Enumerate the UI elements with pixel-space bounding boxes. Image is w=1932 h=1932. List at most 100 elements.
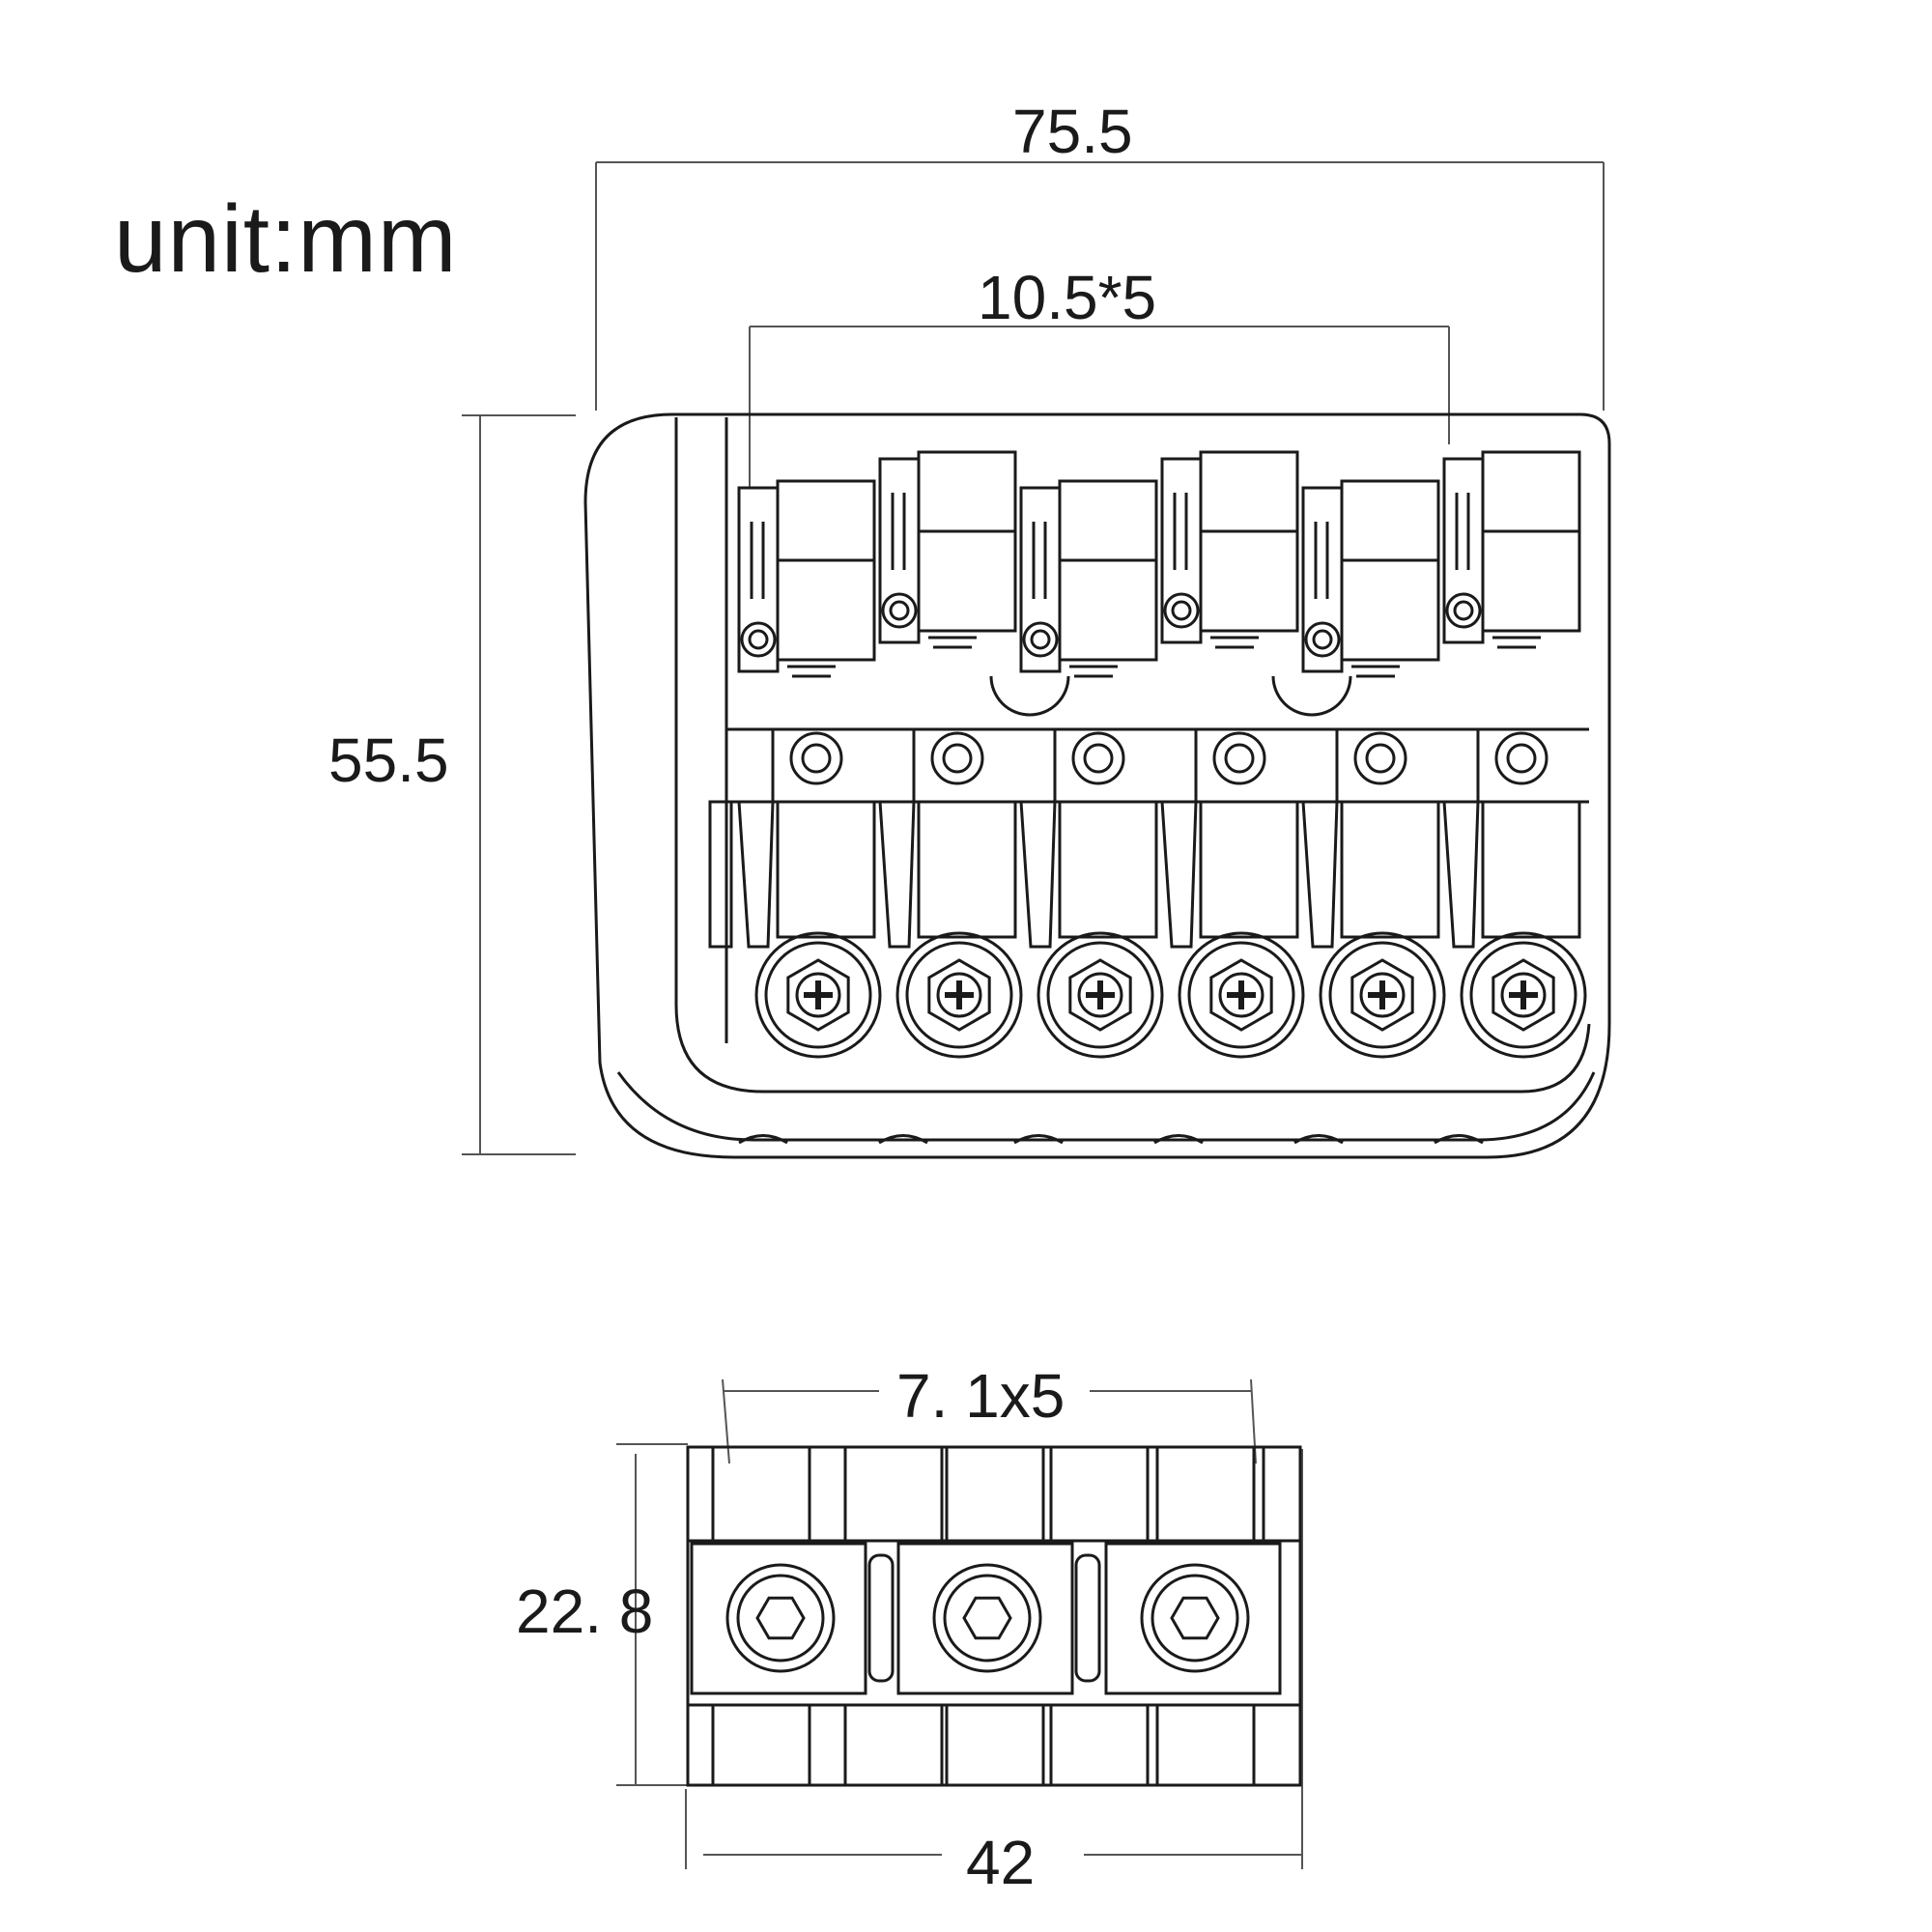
hex-screw-inner xyxy=(945,1576,1030,1661)
saddle-arm xyxy=(1444,802,1478,947)
clamp-block-body xyxy=(692,1544,866,1693)
dim-bottom-width: 42 xyxy=(966,1828,1036,1897)
top-dimension-lines xyxy=(462,162,1604,1154)
saddle-3 xyxy=(1021,481,1162,1057)
top-finger-1 xyxy=(713,1447,810,1541)
adjust-wheel-hex xyxy=(1493,960,1553,1030)
intonation-screw-head xyxy=(742,623,775,656)
saddle-lower xyxy=(1483,802,1579,937)
bottom-dimension-lines xyxy=(616,1379,1302,1869)
intonation-screw-recess xyxy=(1455,602,1472,619)
rail-screw-ring xyxy=(1355,733,1406,783)
rail-screw-ring xyxy=(1073,733,1123,783)
block-spacer xyxy=(1076,1555,1099,1681)
hex-screw-inner xyxy=(1152,1576,1237,1661)
block-spacer xyxy=(869,1555,893,1681)
saddle-arm xyxy=(1162,802,1196,947)
saddle-1 xyxy=(739,481,880,1057)
saddle-lower xyxy=(1201,802,1297,937)
saddle-roller-cutout xyxy=(991,676,1068,715)
phillips-cross xyxy=(945,980,974,1009)
adjust-wheel-hex xyxy=(929,960,989,1030)
phillips-cross xyxy=(1227,980,1256,1009)
dim-string-spacing: 10.5*5 xyxy=(978,263,1157,332)
top-finger-3 xyxy=(947,1447,1043,1541)
bottom-tooth-3 xyxy=(947,1705,1043,1785)
phillips-cross xyxy=(1509,980,1538,1009)
adjust-wheel-outer xyxy=(1321,933,1444,1057)
edge-finger-left xyxy=(688,1447,713,1541)
phillips-screw-head xyxy=(797,974,839,1016)
phillips-screw-head xyxy=(1502,974,1545,1016)
hex-screw-outer xyxy=(727,1565,834,1671)
intonation-screw-head xyxy=(1024,623,1057,656)
rail-screw-head xyxy=(1085,745,1112,772)
rail-screw-head xyxy=(1226,745,1253,772)
rail-screw-head xyxy=(944,745,971,772)
saddle-4 xyxy=(1162,452,1350,1057)
saddle-slot xyxy=(880,459,919,642)
adjust-wheel-knurl xyxy=(1330,943,1435,1047)
hex-screw-outer xyxy=(934,1565,1040,1671)
adjust-wheel-outer xyxy=(1038,933,1162,1057)
saddle-block xyxy=(1060,481,1156,660)
adjust-wheel-outer xyxy=(897,933,1021,1057)
saddle-lower xyxy=(1342,802,1438,937)
bottom-view-blocks xyxy=(692,1544,1280,1693)
saddle-arm xyxy=(1021,802,1055,947)
clamp-block-2 xyxy=(898,1544,1072,1693)
intonation-screw-recess xyxy=(891,602,908,619)
rail-screw-ring xyxy=(791,733,841,783)
hex-screw-outer xyxy=(1142,1565,1248,1671)
top-finger-4 xyxy=(1051,1447,1148,1541)
saddle-5 xyxy=(1303,481,1444,1057)
saddle-block xyxy=(1201,452,1297,631)
intonation-screw-recess xyxy=(1314,631,1331,648)
dim-overall-height: 55.5 xyxy=(328,725,449,795)
hex-socket xyxy=(964,1598,1010,1638)
intonation-screw-recess xyxy=(1032,631,1049,648)
saddle-detail xyxy=(1351,667,1400,676)
bottom-tooth-1 xyxy=(713,1705,810,1785)
intonation-screw-head xyxy=(1447,594,1480,627)
intonation-screw-recess xyxy=(750,631,767,648)
phillips-screw-head xyxy=(1220,974,1263,1016)
top-finger-5 xyxy=(1157,1447,1254,1541)
rail-screw-ring xyxy=(1214,733,1264,783)
adjust-wheel-outer xyxy=(1462,933,1585,1057)
intonation-screw-head xyxy=(1165,594,1198,627)
bottom-view-body xyxy=(688,1447,1300,1785)
clamp-block-3 xyxy=(1106,1544,1280,1693)
adjust-wheel-outer xyxy=(1179,933,1303,1057)
saddle-2 xyxy=(880,452,1068,1057)
saddle-6 xyxy=(1444,452,1585,1057)
rail-screw-head xyxy=(1367,745,1394,772)
saddle-slot xyxy=(1021,488,1060,671)
saddle-roller-cutout xyxy=(1273,676,1350,715)
rail-screw-head xyxy=(803,745,830,772)
bottom-view-teeth xyxy=(688,1447,1300,1785)
saddle-detail xyxy=(1210,638,1259,647)
saddle-slot xyxy=(1444,459,1483,642)
saddle-lower xyxy=(1060,802,1156,937)
rail-screw-ring xyxy=(1496,733,1547,783)
adjust-wheel-hex xyxy=(1070,960,1130,1030)
intonation-screw-head xyxy=(883,594,916,627)
saddle-block xyxy=(1342,481,1438,660)
phillips-cross xyxy=(1086,980,1115,1009)
hex-screw-inner xyxy=(738,1576,823,1661)
saddle-block xyxy=(1483,452,1579,631)
saddle-detail xyxy=(1492,638,1541,647)
adjust-wheel-knurl xyxy=(907,943,1011,1047)
clamp-block-body xyxy=(898,1544,1072,1693)
dim-overall-width: 75.5 xyxy=(1012,97,1133,166)
intonation-screw-head xyxy=(1306,623,1339,656)
edge-finger-right xyxy=(1264,1447,1300,1541)
saddle-group xyxy=(739,452,1585,1057)
hex-socket xyxy=(757,1598,804,1638)
phillips-cross xyxy=(804,980,833,1009)
hex-socket xyxy=(1172,1598,1218,1638)
intonation-screw-recess xyxy=(1173,602,1190,619)
adjust-wheel-outer xyxy=(756,933,880,1057)
adjust-wheel-knurl xyxy=(766,943,870,1047)
